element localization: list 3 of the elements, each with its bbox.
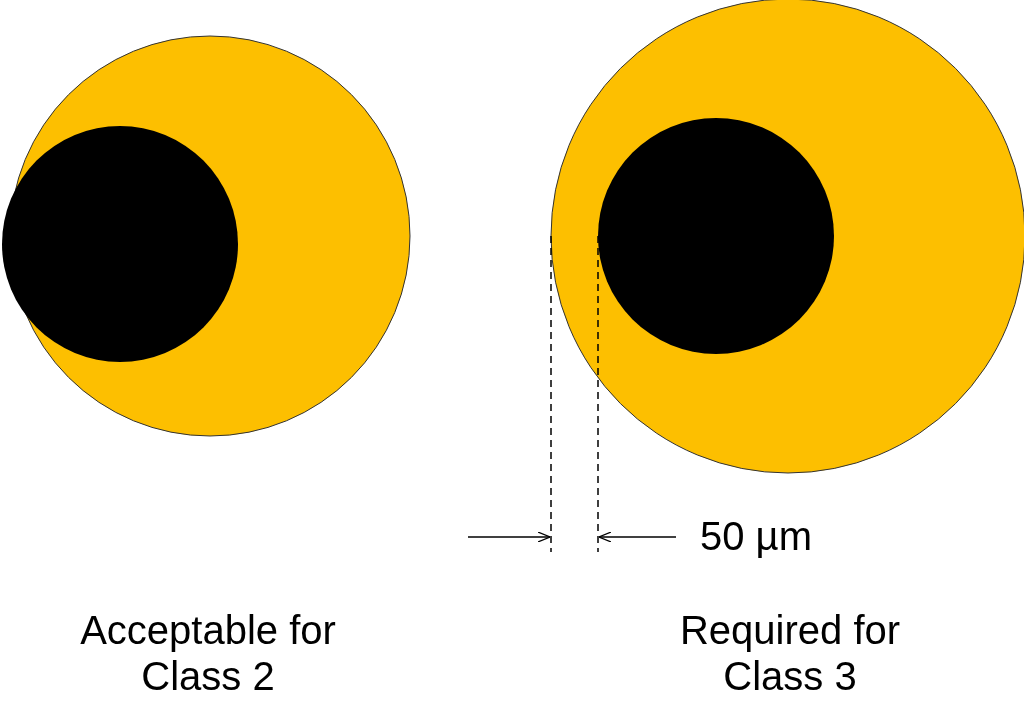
caption-text: Required for Class 3 — [678, 607, 902, 699]
caption-text: Acceptable for Class 2 — [79, 607, 337, 699]
dimension-label: 50 µm — [700, 513, 812, 559]
